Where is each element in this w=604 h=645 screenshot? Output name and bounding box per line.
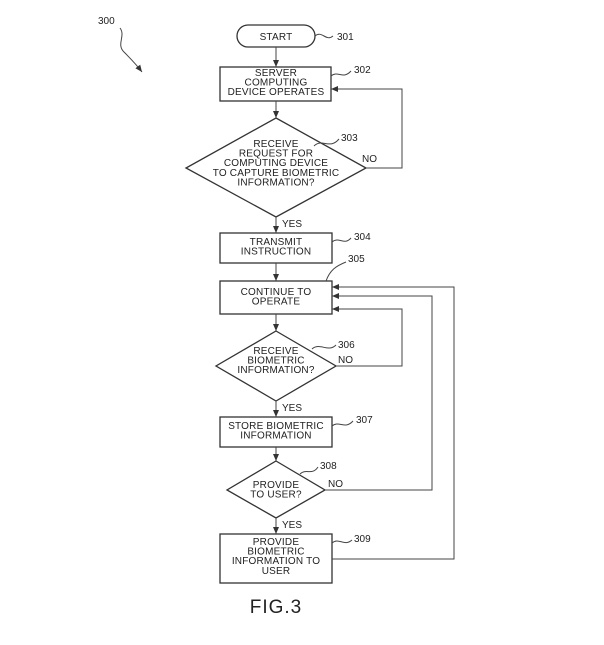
edge-provide-return-loop — [332, 284, 455, 560]
store-label-line: STORE BIOMETRIC — [228, 421, 324, 432]
edge-request-no-loop — [331, 86, 403, 169]
provide_q-label-line: PROVIDE — [253, 480, 300, 491]
ref-307: 307 — [356, 415, 373, 426]
leader-303 — [313, 138, 340, 147]
ref-305: 305 — [348, 254, 365, 265]
request-label-line: COMPUTING DEVICE — [224, 158, 328, 169]
request-no-label: NO — [362, 154, 377, 165]
transmit-label-line: TRANSMIT — [250, 237, 303, 248]
request-label-line: TO CAPTURE BIOMETRIC — [213, 168, 340, 179]
ref-302: 302 — [354, 65, 371, 76]
ref-303: 303 — [341, 133, 358, 144]
ref-308: 308 — [320, 461, 337, 472]
leader-306 — [311, 344, 337, 350]
edge-receive-no-loop — [332, 306, 403, 367]
start-label-line: START — [260, 32, 293, 43]
start-label: START — [260, 32, 293, 43]
leader-309 — [331, 539, 353, 544]
provide-label-line: USER — [262, 566, 291, 577]
operate-label-line: COMPUTING — [245, 78, 308, 89]
ref-306: 306 — [338, 340, 355, 351]
provide_q-label-line: TO USER? — [250, 490, 302, 501]
figure-caption: FIG.3 — [250, 597, 303, 618]
request-label-line: RECEIVE — [253, 139, 298, 150]
leader-305 — [325, 261, 347, 282]
server-operates-box — [219, 66, 332, 102]
leader-307 — [331, 420, 354, 427]
provide-yes-label: YES — [282, 520, 302, 531]
edge-provide-no-loop — [325, 293, 433, 491]
receive_bio-label-line: RECEIVE — [253, 346, 298, 357]
receive-no-label: NO — [338, 355, 353, 366]
leader-301 — [314, 33, 334, 39]
provide-no-label: NO — [328, 479, 343, 490]
leader-308 — [299, 466, 319, 475]
continue-label-line: OPERATE — [252, 297, 301, 308]
receive-yes-label: YES — [282, 403, 302, 414]
provide-label-line: PROVIDE — [253, 537, 300, 548]
store-label-line: INFORMATION — [240, 431, 311, 442]
figure-number: 300 — [98, 16, 115, 27]
receive_bio-label-line: INFORMATION? — [237, 365, 314, 376]
provide-label-line: BIOMETRIC — [247, 547, 304, 558]
request-yes-label: YES — [282, 219, 302, 230]
leader-304 — [331, 237, 352, 243]
ref-301: 301 — [337, 32, 354, 43]
ref-309: 309 — [354, 534, 371, 545]
transmit-label-line: INSTRUCTION — [241, 247, 312, 258]
ref-304: 304 — [354, 232, 371, 243]
continue-label-line: CONTINUE TO — [241, 287, 312, 298]
receive_bio-label-line: BIOMETRIC — [247, 356, 304, 367]
figure-pointer-arrow — [119, 27, 143, 73]
operate-label-line: DEVICE OPERATES — [228, 87, 325, 98]
operate-label-line: SERVER — [255, 68, 297, 79]
leader-302 — [330, 70, 352, 77]
request-label-line: REQUEST FOR — [239, 149, 313, 160]
request-label-line: INFORMATION? — [237, 177, 314, 188]
provide-label-line: INFORMATION TO — [232, 556, 320, 567]
